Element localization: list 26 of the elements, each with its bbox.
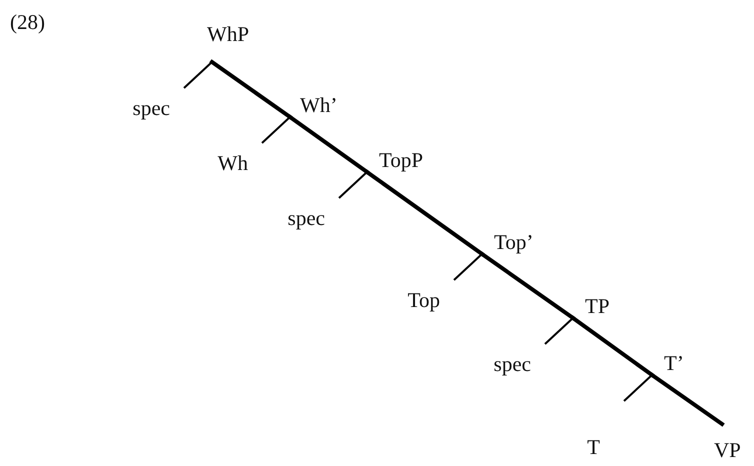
- tree-node-label: TopP: [367, 148, 424, 172]
- tree-node-label: T: [587, 401, 624, 459]
- tree-branch-line: [623, 374, 653, 402]
- tree-node-label: Top: [408, 280, 454, 312]
- tree-branch-line: [261, 116, 291, 144]
- tree-node-label: Top’: [482, 230, 534, 254]
- tree-spine-line: [480, 252, 575, 320]
- tree-node-label: spec: [132, 88, 184, 120]
- example-number: (28): [10, 10, 45, 35]
- tree-spine-line: [288, 115, 369, 174]
- tree-node-label: Wh: [218, 143, 262, 175]
- tree-node-label: WhP: [207, 22, 249, 62]
- tree-node-label: T’: [652, 351, 684, 375]
- tree-node-label: Wh’: [290, 93, 338, 117]
- tree-node-label: spec: [494, 344, 545, 376]
- tree-branch-line: [338, 171, 368, 199]
- tree-spine-line: [365, 170, 484, 256]
- tree-branch-line: [544, 317, 574, 345]
- tree-spine-line: [571, 316, 654, 377]
- tree-node-label: spec: [288, 198, 339, 230]
- tree-node-label: VP: [714, 424, 741, 462]
- tree-spine-line: [210, 60, 292, 119]
- tree-branch-line: [183, 61, 213, 89]
- tree-branch-line: [453, 253, 483, 281]
- tree-node-label: TP: [573, 294, 610, 318]
- tree-spine-line: [650, 373, 724, 426]
